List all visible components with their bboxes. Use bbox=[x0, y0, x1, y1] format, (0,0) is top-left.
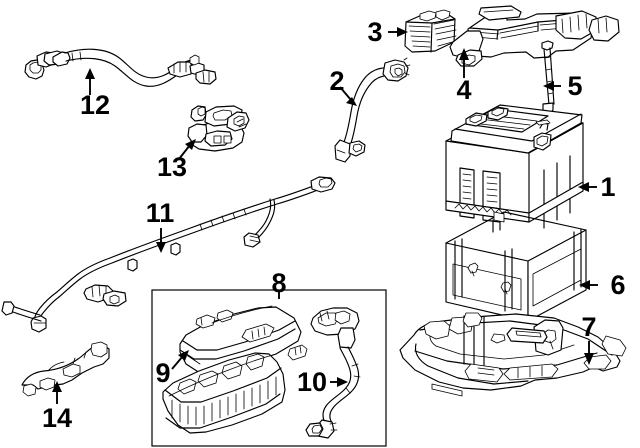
callout-5: 5 bbox=[543, 71, 583, 101]
callout-13: 13 bbox=[157, 139, 196, 182]
callout-6: 6 bbox=[579, 270, 626, 300]
callout-4-label: 4 bbox=[456, 75, 471, 105]
part-4-battery-hold-down-shield bbox=[449, 5, 620, 67]
callout-11-label: 11 bbox=[146, 198, 175, 228]
callout-9: 9 bbox=[155, 350, 189, 388]
callout-13-label: 13 bbox=[157, 152, 187, 182]
callout-14-label: 14 bbox=[42, 403, 72, 433]
part-6-battery-box-retainer bbox=[445, 211, 587, 322]
callout-7-label: 7 bbox=[581, 312, 596, 342]
part-9-fuse-block-cover bbox=[179, 305, 308, 374]
part-13-battery-sensor-module bbox=[187, 105, 250, 152]
callout-11: 11 bbox=[146, 198, 175, 253]
part-1-battery bbox=[445, 104, 584, 229]
callout-1: 1 bbox=[578, 172, 616, 202]
callout-7: 7 bbox=[581, 312, 597, 365]
callout-1-label: 1 bbox=[600, 172, 615, 202]
callout-2: 2 bbox=[329, 66, 357, 106]
inset-panel-8: 8 bbox=[151, 268, 387, 447]
callout-3: 3 bbox=[367, 17, 408, 47]
part-3-terminal-cover bbox=[404, 9, 457, 53]
fuse-block-body bbox=[162, 352, 286, 434]
callout-12: 12 bbox=[80, 68, 110, 120]
callout-12-label: 12 bbox=[80, 90, 110, 120]
callout-10-label: 10 bbox=[297, 367, 327, 397]
callout-5-label: 5 bbox=[567, 71, 582, 101]
callout-10: 10 bbox=[297, 367, 348, 397]
callout-4: 4 bbox=[456, 48, 472, 105]
callout-3-label: 3 bbox=[367, 17, 382, 47]
callout-9-label: 9 bbox=[155, 358, 170, 388]
callout-14: 14 bbox=[42, 381, 72, 433]
part-14-tray-support-bracket bbox=[21, 341, 110, 397]
part-12-negative-battery-cable bbox=[24, 48, 217, 87]
part-10-positive-battery-cable bbox=[305, 307, 361, 439]
part-11-battery-positive-lead bbox=[1, 176, 336, 333]
callout-8-label: 8 bbox=[271, 268, 286, 298]
callout-6-label: 6 bbox=[610, 270, 625, 300]
part-2-negative-ground-cable bbox=[334, 57, 411, 163]
part-7-battery-tray bbox=[399, 312, 627, 397]
callout-2-label: 2 bbox=[329, 66, 344, 96]
